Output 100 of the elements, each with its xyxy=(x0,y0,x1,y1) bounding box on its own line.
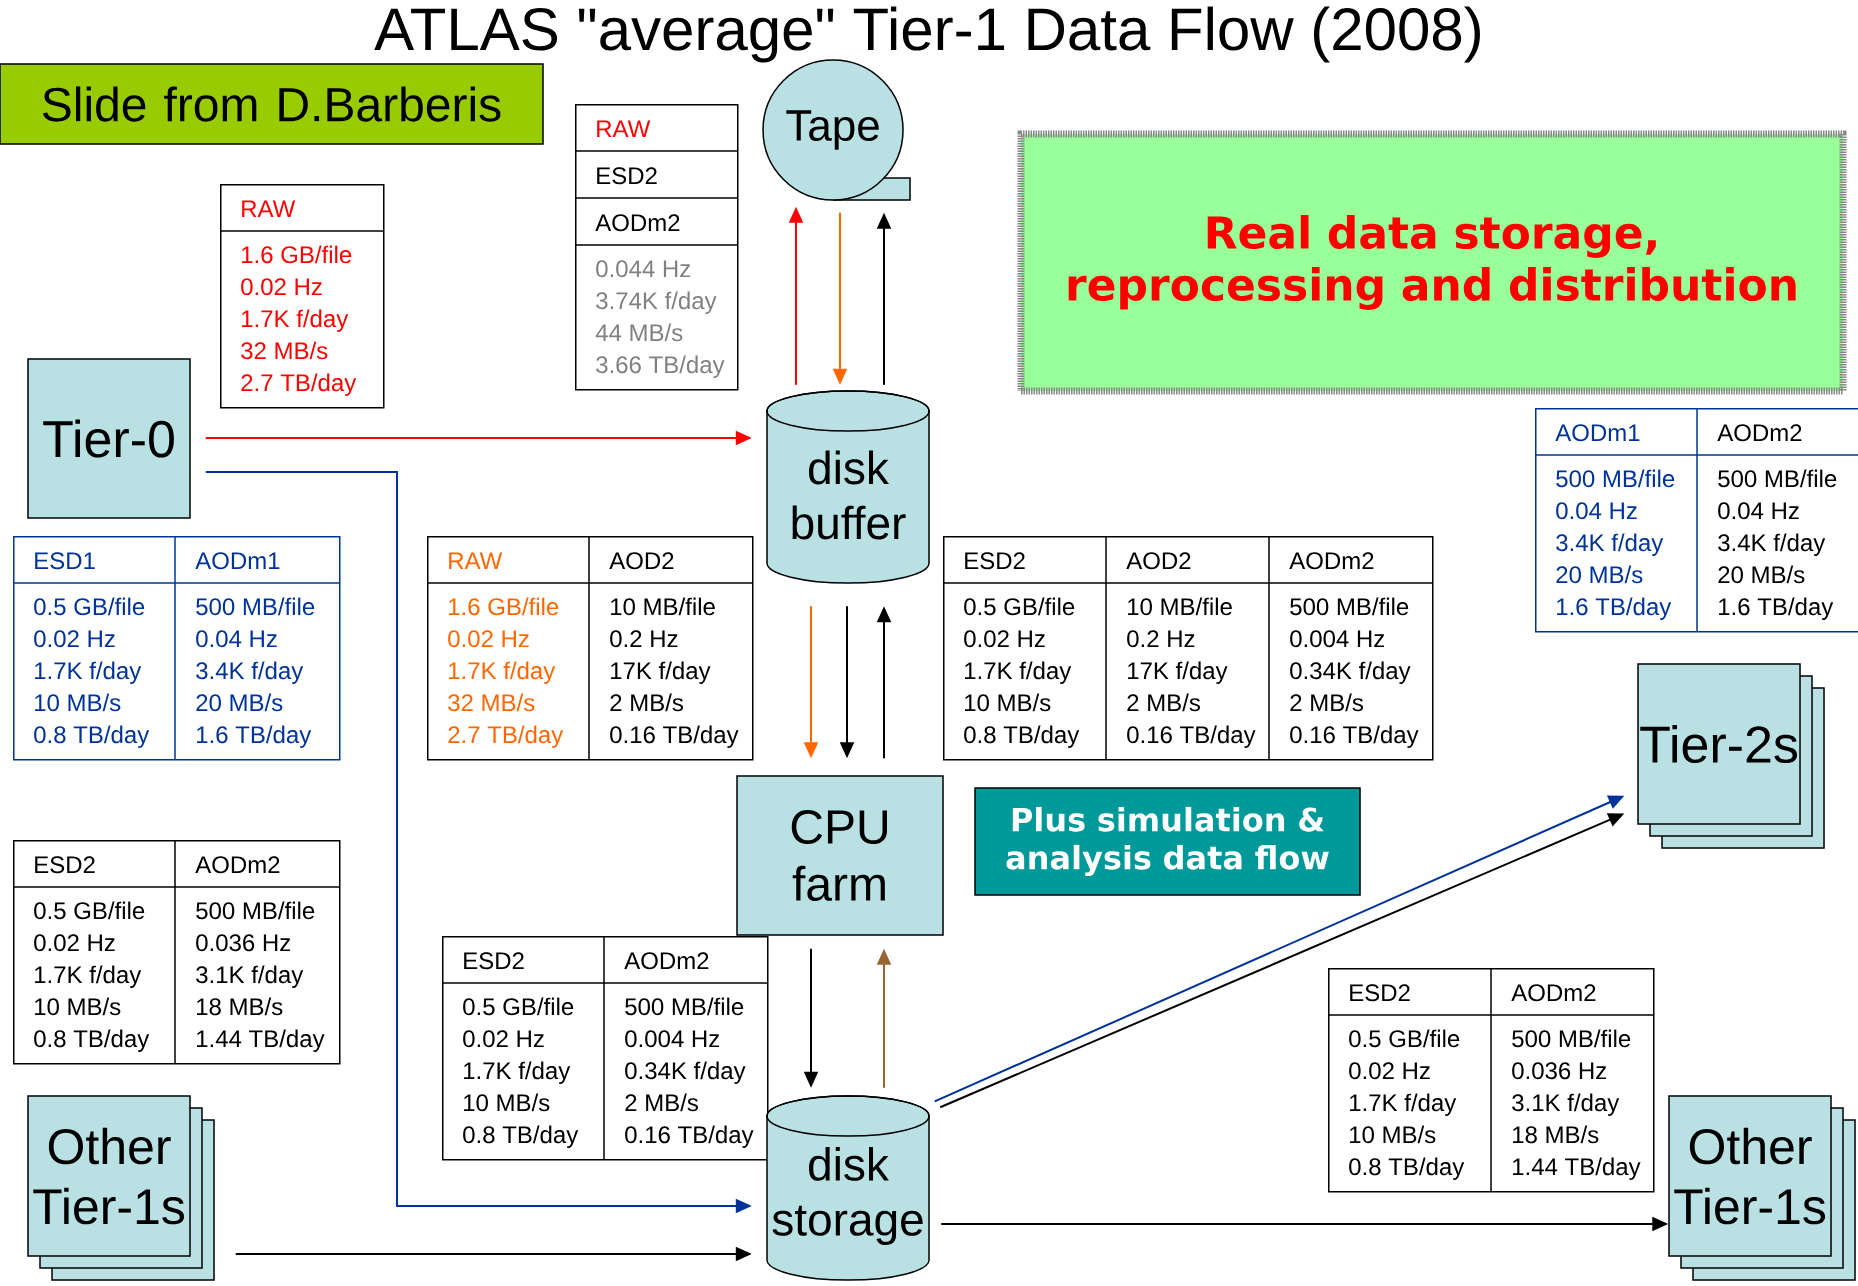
data-value: 0.8 TB/day xyxy=(964,725,1080,748)
data-value: 500 MB/file xyxy=(625,997,744,1016)
data-value: 0.02 Hz xyxy=(463,1030,544,1048)
data-value: 1.44 TB/day xyxy=(1513,1157,1641,1180)
data-value: 1.7K f/day xyxy=(464,1061,571,1084)
data-table xyxy=(426,535,754,761)
data-value: 0.16 TB/day xyxy=(1127,725,1256,748)
data-value: 0.5 GB/file xyxy=(964,597,1075,616)
data-value: 20 MB/s xyxy=(1718,565,1805,584)
data-value: 0.8 TB/day xyxy=(34,1029,150,1052)
data-value: 17K f/day xyxy=(611,661,711,684)
data-value: 1.7K f/day xyxy=(965,661,1072,684)
column-header: AODm2 xyxy=(1717,424,1802,442)
data-value: 0.036 Hz xyxy=(1512,1062,1607,1080)
data-value: 0.16 TB/day xyxy=(1290,725,1419,748)
data-value: 0.02 Hz xyxy=(448,630,529,648)
data-table xyxy=(1534,407,1858,633)
data-value: 10 MB/s xyxy=(35,693,121,712)
data-value: 2 MB/s xyxy=(1290,693,1363,712)
data-value: 500 MB/file xyxy=(1718,469,1837,488)
column-header: AODm1 xyxy=(1555,424,1640,442)
data-value: 32 MB/s xyxy=(448,693,535,712)
caption-banner: Slide from D.Barberis xyxy=(0,63,544,145)
column-header: AODm2 xyxy=(595,214,680,232)
data-value: 500 MB/file xyxy=(1556,469,1675,488)
data-value: 3.4K f/day xyxy=(1556,533,1664,556)
data-value: 1.6 GB/file xyxy=(242,245,352,264)
column-header: AOD2 xyxy=(609,552,674,570)
cylinder: disk buffer xyxy=(766,390,930,584)
data-value: 1.6 TB/day xyxy=(197,725,312,748)
data-value: 44 MB/s xyxy=(595,323,683,342)
data-value: 0.8 TB/day xyxy=(34,725,150,748)
data-value: 1.7K f/day xyxy=(242,309,349,332)
data-value: 10 MB/file xyxy=(1128,597,1232,616)
data-value: 1.44 TB/day xyxy=(197,1029,325,1052)
column-header: AODm1 xyxy=(195,552,280,570)
data-value: 3.4K f/day xyxy=(196,661,304,684)
stacked-box: Other Tier-1s xyxy=(27,1095,215,1281)
column-header: RAW xyxy=(449,552,503,569)
data-value: 500 MB/file xyxy=(1290,597,1409,616)
data-value: 1.6 TB/day xyxy=(1719,597,1834,620)
data-value: 17K f/day xyxy=(1128,661,1228,684)
data-value: 0.5 GB/file xyxy=(34,597,145,616)
cylinder: disk storage xyxy=(766,1095,930,1281)
data-value: 0.8 TB/day xyxy=(1349,1157,1465,1180)
data-value: 0.2 Hz xyxy=(1127,630,1195,648)
column-header: AODm2 xyxy=(624,952,709,970)
data-value: 1.7K f/day xyxy=(449,661,556,684)
data-value: 500 MB/file xyxy=(196,901,315,920)
data-value: 10 MB/file xyxy=(611,597,715,616)
data-value: 10 MB/s xyxy=(1350,1125,1436,1144)
column-header: AOD2 xyxy=(1126,552,1191,570)
data-table xyxy=(12,839,341,1065)
data-value: 0.02 Hz xyxy=(1349,1062,1430,1080)
data-value: 1.6 TB/day xyxy=(1557,597,1672,620)
data-value: 3.1K f/day xyxy=(196,965,304,988)
data-value: 0.16 TB/day xyxy=(610,725,739,748)
data-value: 0.34K f/day xyxy=(1290,661,1411,684)
column-header: AODm2 xyxy=(1511,984,1596,1002)
data-value: 1.7K f/day xyxy=(35,661,142,684)
data-value: 0.02 Hz xyxy=(34,934,115,952)
column-header: ESD2 xyxy=(965,552,1025,570)
data-table xyxy=(1327,967,1655,1193)
data-value: 0.02 Hz xyxy=(964,630,1045,648)
column-header: AODm2 xyxy=(1289,552,1374,570)
data-value: 2 MB/s xyxy=(610,693,683,712)
note-box: Plus simulation & analysis data flow xyxy=(974,787,1361,896)
column-header: ESD2 xyxy=(1350,984,1410,1002)
data-value: 0.2 Hz xyxy=(610,630,678,648)
data-value: 1.7K f/day xyxy=(35,965,142,988)
stacked-box: Other Tier-1s xyxy=(1668,1095,1856,1281)
data-value: 2 MB/s xyxy=(1127,693,1200,712)
data-value: 1.6 GB/file xyxy=(449,597,559,616)
data-value: 500 MB/file xyxy=(1512,1029,1631,1048)
data-value: 3.66 TB/day xyxy=(596,355,725,378)
data-value: 0.5 GB/file xyxy=(463,997,574,1016)
column-header: ESD1 xyxy=(35,552,95,570)
data-value: 0.16 TB/day xyxy=(625,1125,754,1148)
data-value: 18 MB/s xyxy=(1513,1125,1599,1144)
data-value: 0.34K f/day xyxy=(625,1061,746,1084)
data-value: 3.1K f/day xyxy=(1512,1093,1620,1116)
data-value: 0.02 Hz xyxy=(241,278,322,296)
data-value: 0.04 Hz xyxy=(1556,502,1637,520)
data-value: 0.036 Hz xyxy=(196,934,291,952)
data-value: 0.04 Hz xyxy=(1718,502,1799,520)
data-table xyxy=(12,535,341,761)
column-header: RAW xyxy=(597,120,651,137)
column-header: AODm2 xyxy=(195,856,280,874)
data-value: 3.74K f/day xyxy=(596,291,717,314)
data-value: 3.4K f/day xyxy=(1718,533,1826,556)
data-value: 10 MB/s xyxy=(35,997,121,1016)
note-box: Real data storage, reprocessing and distribution xyxy=(1017,130,1847,395)
data-value: 2.7 TB/day xyxy=(448,725,564,748)
data-value: 1.7K f/day xyxy=(1350,1093,1457,1116)
data-value: 2.7 TB/day xyxy=(241,373,357,396)
data-value: 10 MB/s xyxy=(965,693,1051,712)
data-value: 18 MB/s xyxy=(197,997,283,1016)
data-value: 32 MB/s xyxy=(241,341,328,360)
data-value: 0.8 TB/day xyxy=(463,1125,579,1148)
data-table xyxy=(219,184,385,409)
